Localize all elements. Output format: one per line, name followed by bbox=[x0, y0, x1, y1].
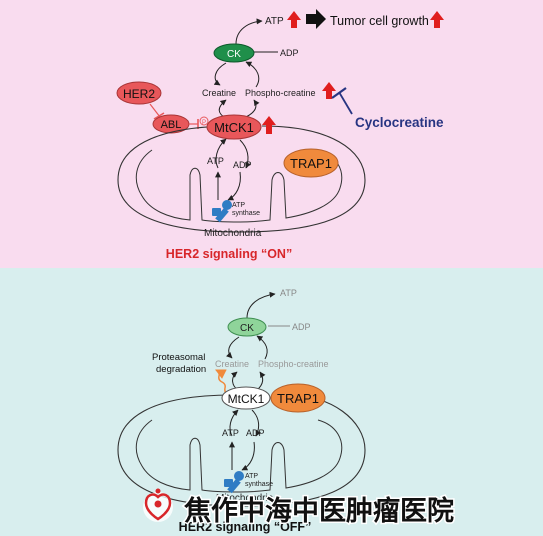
atp-synthase-icon bbox=[212, 200, 232, 223]
mitochondria-label: Mitochondria bbox=[216, 493, 274, 504]
phosphorylation-icon bbox=[199, 116, 209, 126]
degradation-squiggle-icon bbox=[215, 369, 229, 396]
inner-atp-label: ATP bbox=[207, 156, 224, 166]
abl-label: ABL bbox=[161, 119, 182, 131]
bottom-adp-ck-label: ADP bbox=[292, 322, 311, 332]
inhibition-bar bbox=[331, 87, 347, 99]
her2-node bbox=[116, 81, 162, 105]
mtck1-label: MtCK1 bbox=[214, 120, 254, 135]
inner-adp-label: ADP bbox=[246, 428, 265, 438]
up-arrow-icon bbox=[262, 116, 276, 134]
up-arrow-icon bbox=[322, 82, 336, 99]
proteasomal-label-1: Proteasomal bbox=[152, 352, 205, 363]
right-arrow-icon bbox=[306, 9, 326, 29]
mitochondria-label: Mitochondria bbox=[204, 228, 262, 239]
trap1-label: TRAP1 bbox=[277, 391, 319, 406]
mtck1-to-adp-arrow bbox=[239, 139, 251, 169]
up-arrow-icon bbox=[430, 11, 444, 28]
mitochondria-inner-membrane bbox=[135, 149, 343, 223]
top-atp-label: ATP bbox=[265, 16, 284, 27]
tumor-growth-label: Tumor cell growth bbox=[330, 14, 429, 28]
ck-to-atp-arrow bbox=[246, 291, 276, 319]
mtck1-enzyme bbox=[206, 114, 262, 140]
trap1-node bbox=[270, 383, 326, 413]
creatine-label: Creatine bbox=[202, 88, 236, 98]
phospho-creatine-label: Phospho-creatine bbox=[258, 359, 329, 369]
ck-to-creatine-arrow bbox=[226, 336, 240, 359]
watermark: 焦作中海中医肿瘤医院 bbox=[143, 488, 456, 528]
inner-adp-label: ADP bbox=[233, 160, 252, 170]
mtck1-label: MtCK1 bbox=[228, 392, 265, 406]
mtck1-phosphocreatine-arrow bbox=[245, 99, 260, 118]
her2-label: HER2 bbox=[123, 87, 155, 101]
bottom-panel: ATP CK ADP Creatine Phospho-creatine Pro… bbox=[0, 268, 543, 536]
cyclocreatine-inhibition-line bbox=[338, 91, 353, 115]
mitochondria-inner-membrane bbox=[135, 419, 343, 493]
creatine-label: Creatine bbox=[215, 359, 249, 369]
atp-to-mtck1-arrow bbox=[229, 409, 239, 437]
proteasomal-label-2: degradation bbox=[156, 364, 206, 375]
phosphorylation-label: P bbox=[202, 120, 206, 126]
phosphocreatine-to-ck-arrow bbox=[245, 61, 260, 88]
ck-label: CK bbox=[227, 49, 241, 60]
bottom-caption: HER2 signaling “OFF” bbox=[179, 520, 312, 534]
her2-abl-inhibition-line bbox=[149, 103, 161, 118]
top-adp-ck-label: ADP bbox=[280, 48, 299, 58]
phosphocreatine-to-ck-arrow bbox=[256, 335, 268, 360]
watermark-text: 焦作中海中医肿瘤医院 bbox=[184, 495, 454, 526]
top-caption: HER2 signaling “ON” bbox=[166, 247, 292, 261]
inhibition-bar bbox=[153, 112, 165, 120]
adp-to-synthase-arrow bbox=[227, 171, 241, 201]
trap1-label: TRAP1 bbox=[290, 156, 332, 171]
hospital-logo-icon bbox=[143, 488, 173, 522]
trap1-node bbox=[283, 148, 339, 178]
ck-to-creatine-arrow bbox=[213, 62, 227, 86]
top-panel: ATP Tumor cell growth CK ADP Creatine Ph… bbox=[0, 0, 543, 268]
bottom-atp-label: ATP bbox=[280, 288, 297, 298]
atp-synthase-label-2: synthase bbox=[245, 481, 273, 488]
adp-to-synthase-arrow bbox=[241, 441, 255, 471]
up-arrow-icon bbox=[287, 11, 301, 28]
atp-to-mtck1-arrow bbox=[215, 138, 227, 169]
ck-enzyme bbox=[227, 317, 267, 337]
ck-enzyme bbox=[213, 43, 255, 63]
atp-synthase-icon bbox=[224, 471, 244, 494]
mtck1-to-adp-arrow bbox=[251, 409, 262, 437]
cyclocreatine-label: Cyclocreatine bbox=[355, 115, 444, 130]
atp-synthase-label-2: synthase bbox=[232, 210, 260, 217]
atp-synthase-label-1: ATP bbox=[245, 473, 258, 480]
mitochondria-outer-membrane bbox=[117, 394, 366, 507]
ck-label: CK bbox=[240, 323, 254, 334]
ck-to-atp-arrow bbox=[235, 18, 263, 45]
mtck1-enzyme bbox=[221, 386, 271, 410]
inner-atp-label: ATP bbox=[222, 428, 239, 438]
mitochondria-outer-membrane bbox=[117, 125, 366, 233]
phospho-creatine-label: Phospho-creatine bbox=[245, 88, 316, 98]
atp-synthase-label-1: ATP bbox=[232, 202, 245, 209]
